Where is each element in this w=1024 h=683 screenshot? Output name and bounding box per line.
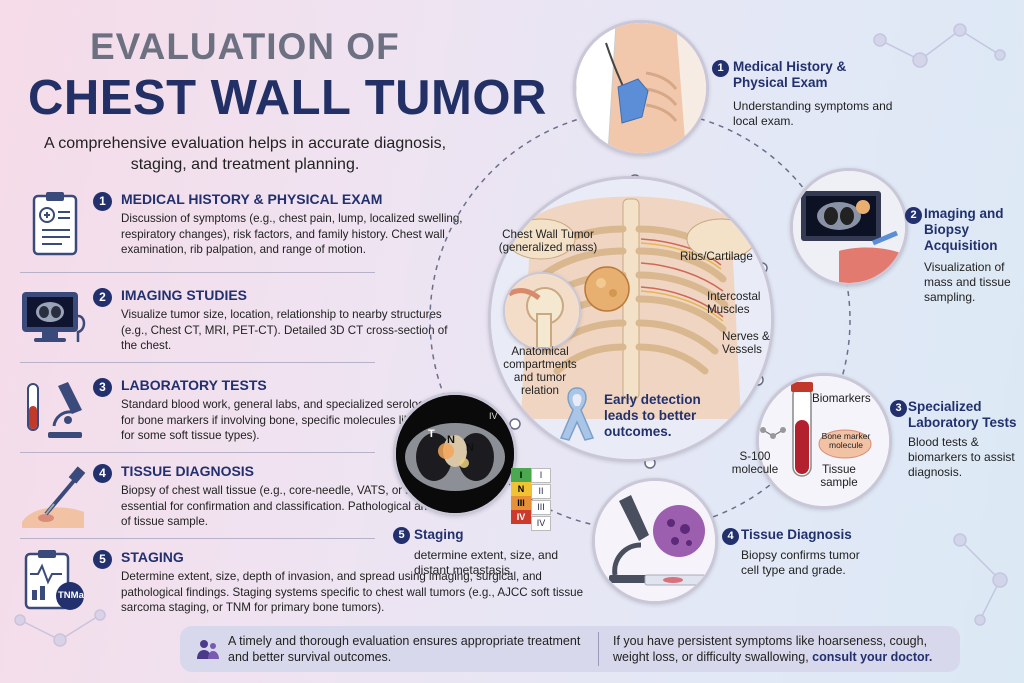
shoulder-inset [503, 272, 581, 350]
consult-doctor-text: consult your doctor. [812, 650, 933, 664]
staging-heading: Staging [414, 527, 464, 542]
step-number: 4 [722, 528, 739, 545]
divider [20, 452, 375, 453]
step-heading: IMAGING STUDIES [121, 287, 248, 303]
step-number: 3 [93, 378, 112, 397]
ct-scan-illustration [393, 392, 517, 516]
title-line-1: EVALUATION OF [90, 26, 400, 67]
step-number: 2 [905, 207, 922, 224]
microscope-illustration [592, 478, 718, 604]
footer-right-text: If you have persistent symptoms like hoa… [613, 633, 953, 665]
staging-clipboard-icon: TNMa [20, 548, 90, 618]
clipboard-icon [20, 190, 90, 260]
footer-banner [180, 626, 960, 672]
stage-box: II [531, 484, 551, 499]
left-step-1: 1 MEDICAL HISTORY & PHYSICAL EXAM Discus… [20, 190, 463, 278]
imaging-illustration [790, 168, 908, 286]
step-number: 4 [93, 464, 112, 483]
lab-illustration [756, 373, 892, 509]
page-title: CHEST WALL TUMOR [28, 71, 547, 125]
right-step-3-heading: Specialized Laboratory Tests [908, 399, 1017, 430]
tnm-badge: TNMa [58, 590, 84, 601]
step-heading: STAGING [121, 549, 184, 565]
stage-legend: I N III IV [511, 468, 531, 524]
footer-separator [598, 632, 599, 666]
step-number: 1 [712, 60, 729, 77]
monitor-icon [20, 286, 90, 356]
right-step-1-body: Understanding symptoms and local exam. [733, 99, 893, 128]
stage-box: I [531, 468, 551, 483]
ct-label-t: T [428, 428, 435, 440]
footer-left-text: A timely and thorough evaluation ensures… [228, 634, 581, 664]
stage-chip: IV [511, 510, 531, 524]
left-step-2: 2 IMAGING STUDIES Visualize tumor size, … [20, 286, 447, 374]
ct-label-iv: IV [489, 411, 498, 421]
exam-illustration [573, 20, 709, 156]
step-body: Standard blood work, general labs, and s… [121, 398, 460, 442]
right-step-3-body: Blood tests & biomarkers to assist diagn… [908, 435, 1015, 479]
left-step-3: 3 LABORATORY TESTS Standard blood work, … [20, 376, 460, 464]
stage-box: III [531, 500, 551, 515]
divider [20, 538, 375, 539]
right-step-2-body: Visualization of mass and tissue samplin… [924, 260, 1011, 304]
stage-legend-side: I II III IV [531, 468, 551, 531]
awareness-text: Early detection leads to better outcomes… [604, 392, 701, 439]
left-step-5: TNMa 5 STAGING Determine extent, size, d… [20, 548, 583, 636]
label-bone-marker: Bone marker molecule [821, 431, 871, 450]
stage-chip: I [511, 468, 531, 482]
stage-chip: III [511, 496, 531, 510]
step-number: 5 [93, 550, 112, 569]
label-muscles: Intercostal Muscles [707, 290, 761, 316]
people-icon [196, 637, 220, 661]
microscope-icon [20, 376, 90, 446]
step-body: Biopsy of chest wall tissue (e.g., core-… [121, 484, 461, 528]
left-step-4: 4 TISSUE DIAGNOSIS Biopsy of chest wall … [20, 462, 461, 550]
right-step-2-heading: Imaging and Biopsy Acquisition [924, 206, 1004, 253]
label-tumor: Chest Wall Tumor (generalized mass) [498, 228, 598, 254]
right-step-4-heading: Tissue Diagnosis [741, 527, 852, 542]
stage-box: IV [531, 516, 551, 531]
divider [20, 272, 375, 273]
step-heading: TISSUE DIAGNOSIS [121, 463, 255, 479]
step-body: Determine extent, size, depth of invasio… [121, 570, 584, 614]
label-biomarkers: Biomarkers [812, 392, 871, 405]
step-heading: MEDICAL HISTORY & PHYSICAL EXAM [121, 191, 383, 207]
step-number: 3 [890, 400, 907, 417]
label-ribs: Ribs/Cartilage [680, 250, 753, 263]
right-step-1-heading: Medical History & Physical Exam [733, 59, 847, 90]
step-body: Visualize tumor size, location, relation… [121, 308, 448, 352]
label-compartments: Anatomical compartments and tumor relati… [503, 345, 577, 397]
needle-icon [20, 462, 90, 532]
step-number: 1 [93, 192, 112, 211]
staging-body: determine extent, size, and distant meta… [414, 548, 559, 577]
label-s100: S-100 molecule [731, 450, 779, 476]
step-heading: LABORATORY TESTS [121, 377, 267, 393]
ct-label-n: N [466, 442, 474, 454]
ribbon-icon [557, 382, 597, 442]
divider [20, 362, 375, 363]
right-step-4-body: Biopsy confirms tumor cell type and grad… [741, 548, 860, 577]
intro-text: A comprehensive evaluation helps in accu… [43, 135, 447, 173]
step-number: 2 [93, 288, 112, 307]
step-body: Discussion of symptoms (e.g., chest pain… [121, 212, 463, 256]
footer-right-prefix: If you have persistent symptoms like hoa… [613, 634, 928, 664]
ct-label-n: N [447, 434, 455, 446]
stage-chip: N [511, 482, 531, 496]
step-number: 5 [393, 527, 410, 544]
label-tissue: Tissue sample [820, 463, 858, 489]
label-nerves: Nerves & Vessels [722, 330, 770, 356]
